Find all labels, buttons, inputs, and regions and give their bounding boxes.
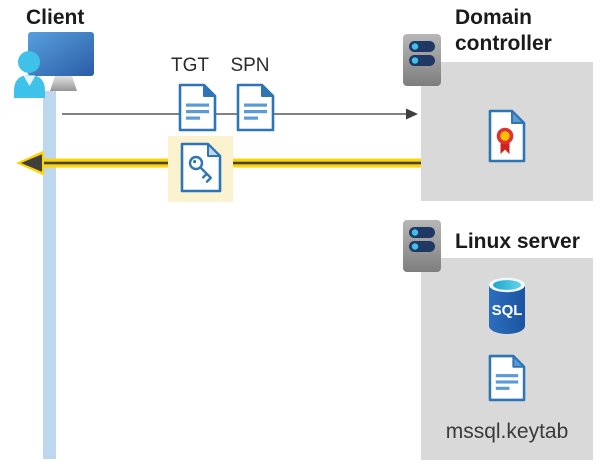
spn-label: SPN bbox=[230, 55, 270, 76]
key-document-icon bbox=[180, 142, 222, 193]
client-heading: Client bbox=[26, 6, 85, 29]
certificate-icon bbox=[488, 109, 526, 163]
domain-server-icon bbox=[403, 34, 441, 86]
sql-icon-label: SQL bbox=[492, 302, 523, 319]
request-arrow-icon bbox=[62, 108, 418, 120]
user-icon bbox=[14, 51, 45, 98]
tgt-label: TGT bbox=[171, 55, 209, 76]
domain-controller-heading: Domain controller bbox=[455, 6, 552, 55]
spn-document-icon bbox=[236, 83, 275, 132]
client-workstation-icon bbox=[14, 32, 94, 98]
keytab-filename-label: mssql.keytab bbox=[445, 420, 569, 443]
tgt-document-icon bbox=[178, 83, 217, 132]
client-lifeline-bar bbox=[43, 91, 56, 459]
linux-server-heading: Linux server bbox=[455, 230, 580, 253]
linux-server-icon bbox=[403, 220, 441, 272]
keytab-document-icon bbox=[488, 354, 526, 402]
sql-database-icon: SQL bbox=[489, 277, 525, 334]
